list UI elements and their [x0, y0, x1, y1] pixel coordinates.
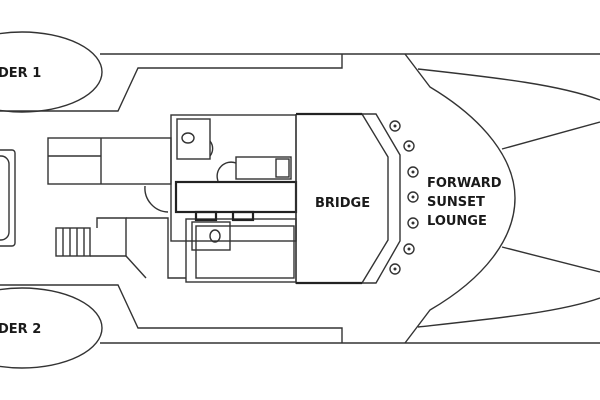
seat-icon — [389, 263, 401, 275]
lounge-label-line2: SUNSET — [427, 195, 485, 210]
tender-1-outline — [0, 31, 103, 113]
hull-outline — [0, 53, 600, 344]
bridge-label: BRIDGE — [315, 196, 370, 211]
tender-2-outline — [0, 287, 103, 369]
tender-1-label: DER 1 — [0, 66, 41, 81]
seat-icon — [407, 166, 419, 178]
seat-icon — [407, 191, 419, 203]
seat-icon — [403, 140, 415, 152]
toilet-icon — [209, 229, 221, 243]
lounge-label-line1: FORWARD — [427, 176, 502, 191]
tender-2-label: DER 2 — [0, 322, 41, 337]
seat-icon — [389, 120, 401, 132]
jacuzzi — [0, 149, 16, 247]
bridge-room — [295, 112, 401, 285]
lounge-label-line3: LOUNGE — [427, 214, 487, 229]
seat-icon — [407, 217, 419, 229]
lounge-seats — [389, 120, 419, 275]
stairs — [55, 217, 186, 279]
seat-icon — [403, 243, 415, 255]
toilet-icon — [181, 132, 195, 144]
aft-seating — [47, 137, 172, 185]
